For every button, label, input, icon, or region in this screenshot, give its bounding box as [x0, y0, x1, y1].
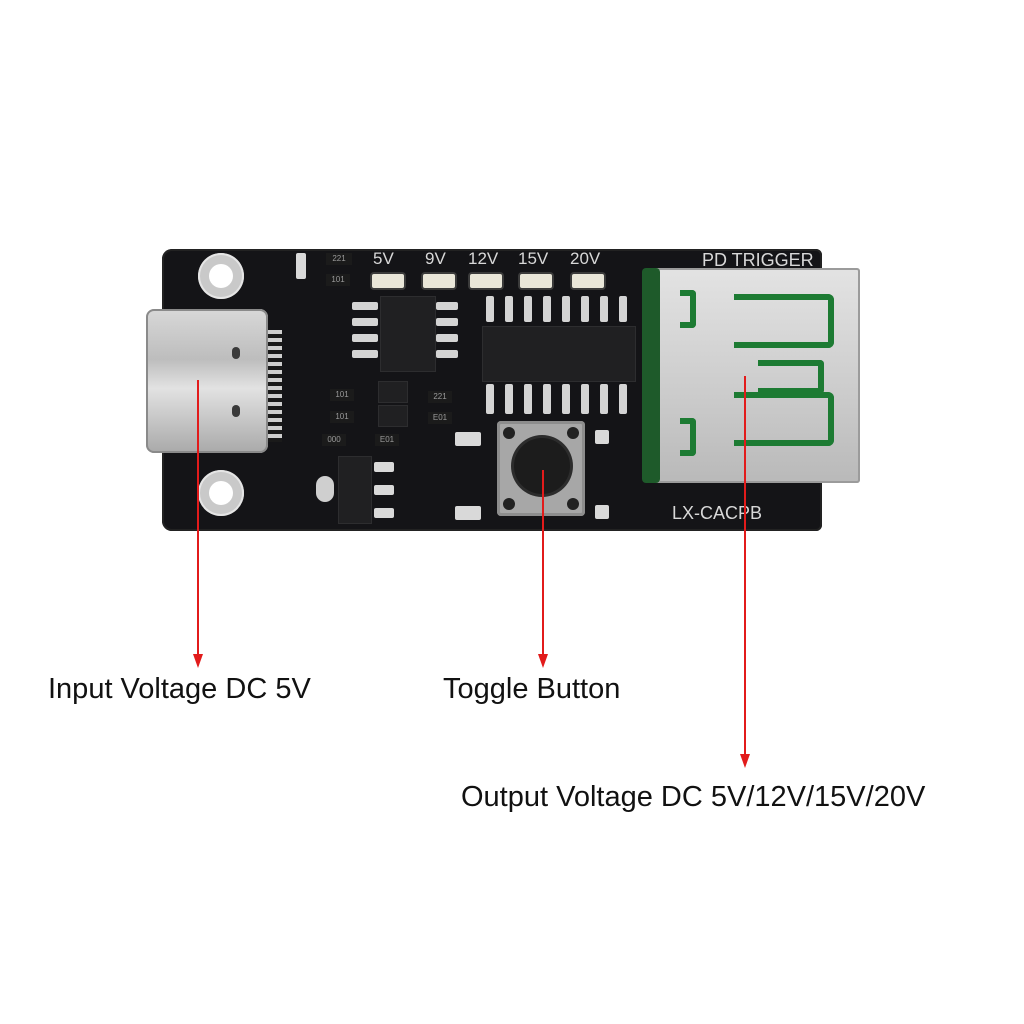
resistor-r2: E01: [428, 412, 452, 424]
led-20v-icon: [572, 274, 604, 288]
usb-a-edge: [642, 268, 660, 483]
silk-label-9v: 9V: [425, 249, 446, 268]
soic16-leads-top: [482, 296, 634, 324]
resistor-r4b: 101: [330, 389, 354, 401]
led-5v-icon: [372, 274, 404, 288]
arrow-down-icon: [193, 654, 203, 668]
soic8-chip: [380, 296, 436, 372]
usb-a-output-connector: [642, 268, 860, 483]
regulator-lead: [374, 485, 394, 495]
arrow-down-icon: [538, 654, 548, 668]
transistor-icon: [378, 381, 408, 403]
caption-output-voltage: Output Voltage DC 5V/12V/15V/20V: [461, 781, 926, 813]
soic8-leads-right: [436, 300, 466, 370]
led-12v-icon: [470, 274, 502, 288]
silk-label-15v: 15V: [518, 249, 549, 268]
capacitor-icon: [296, 253, 306, 279]
usb-a-slot-icon: [680, 418, 696, 456]
soic16-leads-bottom: [482, 384, 634, 416]
usb-c-input-connector: [146, 309, 268, 453]
silk-label-20v: 20V: [570, 249, 601, 268]
resistor-r4: 101: [326, 274, 350, 286]
resistor-r5: 101: [330, 411, 354, 423]
button-pad: [455, 506, 481, 520]
mounting-hole-top: [198, 253, 244, 299]
arrow-input-line: [197, 380, 199, 656]
regulator-lead: [374, 462, 394, 472]
silk-title: PD TRIGGER: [702, 250, 814, 270]
button-pad: [455, 432, 481, 446]
transistor-icon: [378, 405, 408, 427]
resistor-r6: 000: [322, 434, 346, 446]
silk-model: LX-CACPB: [672, 503, 763, 523]
led-15v-icon: [520, 274, 552, 288]
usb-a-contact-icon: [758, 360, 824, 394]
button-pad: [595, 505, 609, 519]
voltage-regulator: [338, 456, 372, 524]
caption-input-voltage: Input Voltage DC 5V: [48, 673, 311, 705]
mounting-hole-bottom: [198, 470, 244, 516]
soic16-chip: [482, 326, 636, 382]
resistor-r1: 221: [326, 253, 352, 265]
button-pad: [595, 430, 609, 444]
silk-label-5v: 5V: [373, 249, 394, 268]
usb-a-contact-icon: [734, 392, 834, 446]
led-9v-icon: [423, 274, 455, 288]
usb-a-contact-icon: [734, 294, 834, 348]
usb-c-slot-icon: [232, 347, 240, 359]
regulator-lead: [374, 508, 394, 518]
caption-toggle-button: Toggle Button: [443, 673, 621, 705]
arrow-output-line: [744, 376, 746, 756]
resistor-r1b: 221: [428, 391, 452, 403]
resistor-r3: E01: [375, 434, 399, 446]
usb-c-slot-icon: [232, 405, 240, 417]
arrow-down-icon: [740, 754, 750, 768]
usb-a-slot-icon: [680, 290, 696, 328]
arrow-toggle-line: [542, 470, 544, 656]
test-pad-icon: [316, 476, 334, 502]
usb-c-pins: [268, 330, 282, 442]
silk-label-12v: 12V: [468, 249, 499, 268]
soic8-leads-left: [342, 300, 378, 370]
